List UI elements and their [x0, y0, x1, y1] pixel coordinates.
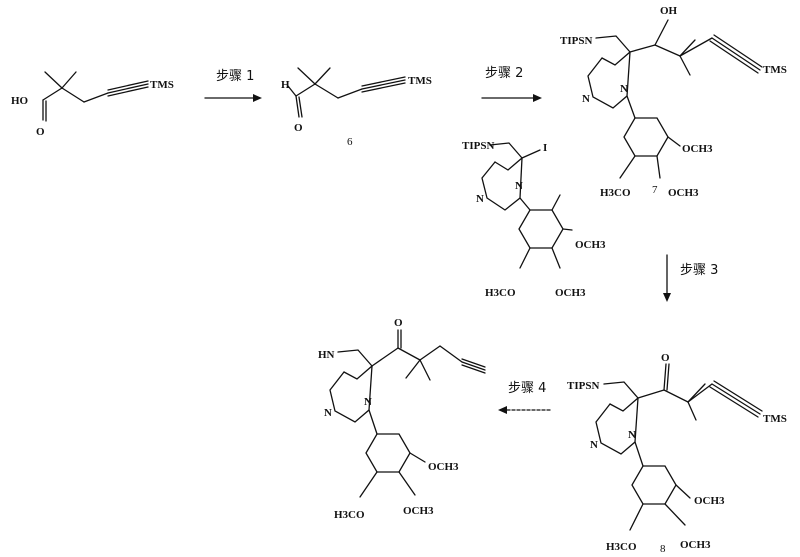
- alcohol-tipsn-label: TIPSN: [560, 35, 592, 47]
- ketone-o-label: O: [661, 352, 670, 364]
- ketone-tipsn-label: TIPSN: [567, 380, 599, 392]
- ketone-n2-label: N: [628, 429, 636, 441]
- product-hn-label: HN: [318, 349, 335, 361]
- iodide-och3-bottom-label: OCH3: [555, 287, 586, 299]
- compound-alcohol: TIPSN OH TMS N N OCH3 H3CO OCH3 7: [560, 5, 787, 199]
- compound-product: HN O N N OCH3 H3CO OCH3: [318, 317, 485, 521]
- iodide-n2-label: N: [515, 180, 523, 192]
- product-och3-bottom-label: OCH3: [403, 505, 434, 517]
- step-4-label: 步骤 4: [508, 381, 546, 396]
- product-h3co-label: H3CO: [334, 509, 365, 521]
- step-1-label: 步骤 1: [216, 69, 254, 84]
- alcohol-n1-label: N: [582, 93, 590, 105]
- ketone-n1-label: N: [590, 439, 598, 451]
- product-och3-label: OCH3: [428, 461, 459, 473]
- iodide-och3-label: OCH3: [575, 239, 606, 251]
- step-4-arrow: 步骤 4: [498, 381, 550, 414]
- ketone-h3co-label: H3CO: [606, 541, 637, 553]
- iodide-n1-label: N: [476, 193, 484, 205]
- compound-iodide: TIPSN I N N OCH3 H3CO OCH3: [462, 140, 606, 299]
- ketone-och3-bottom-label: OCH3: [680, 539, 711, 551]
- aldehyde-o-label: O: [294, 122, 303, 134]
- compound-aldehyde: H O TMS 6: [281, 68, 432, 148]
- alcohol-oh-label: OH: [660, 5, 678, 17]
- step-3-label: 步骤 3: [680, 263, 718, 278]
- acid-ho-label: HO: [11, 95, 29, 107]
- aldehyde-h-label: H: [281, 79, 290, 91]
- step-3-arrow: 步骤 3: [663, 255, 718, 302]
- compound-acid: HO O TMS: [11, 72, 174, 138]
- product-n1-label: N: [324, 407, 332, 419]
- product-o-label: O: [394, 317, 403, 329]
- product-n2-label: N: [364, 396, 372, 408]
- compound-ketone: TIPSN O TMS N N OCH3 H3CO OCH3 8: [567, 352, 787, 555]
- iodide-tipsn-label: TIPSN: [462, 140, 494, 152]
- ketone-tms-label: TMS: [763, 413, 787, 425]
- alcohol-h3co-label: H3CO: [600, 187, 631, 199]
- compound-7-number: 7: [652, 184, 658, 196]
- ketone-och3-label: OCH3: [694, 495, 725, 507]
- step-2-arrow: 步骤 2: [482, 66, 542, 102]
- aldehyde-tms-label: TMS: [408, 75, 432, 87]
- iodide-h3co-label: H3CO: [485, 287, 516, 299]
- compound-6-number: 6: [347, 136, 353, 148]
- step-1-arrow: 步骤 1: [205, 69, 262, 102]
- alcohol-n2-label: N: [620, 83, 628, 95]
- acid-o-label: O: [36, 126, 45, 138]
- alcohol-och3-label: OCH3: [682, 143, 713, 155]
- step-2-label: 步骤 2: [485, 66, 523, 81]
- alcohol-och3-bottom-label: OCH3: [668, 187, 699, 199]
- alcohol-tms-label: TMS: [763, 64, 787, 76]
- iodide-i-label: I: [543, 142, 547, 154]
- acid-tms-label: TMS: [150, 79, 174, 91]
- compound-8-number: 8: [660, 543, 666, 555]
